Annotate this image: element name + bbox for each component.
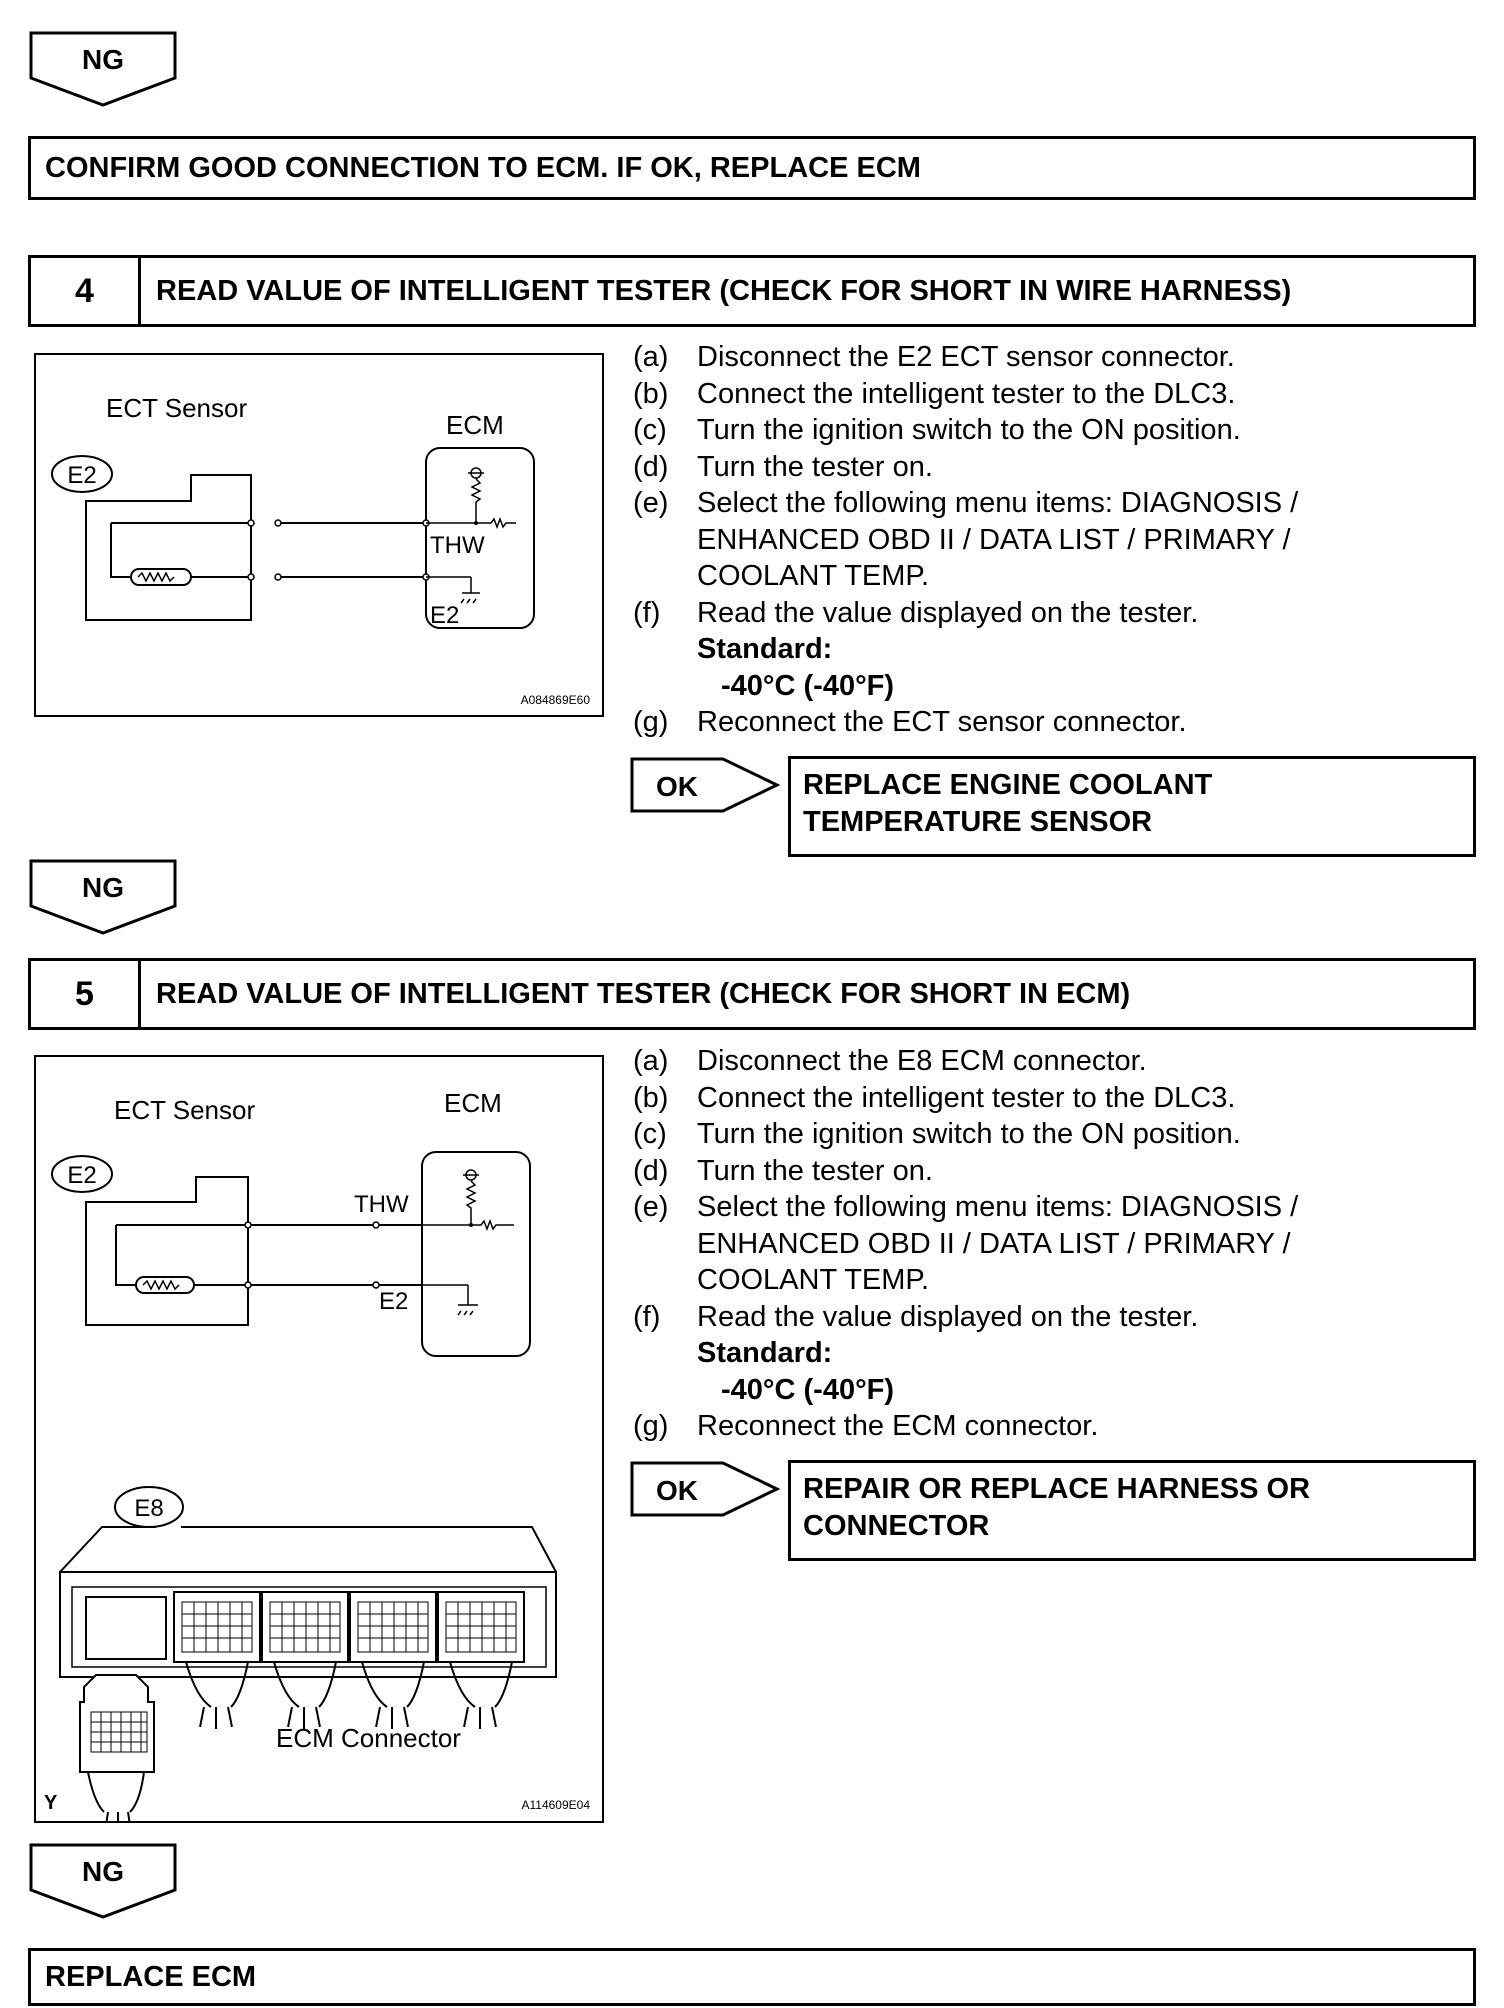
ecm-label: ECM	[446, 410, 504, 440]
ecm-label: ECM	[444, 1088, 502, 1118]
ng-label: NG	[82, 872, 124, 903]
e2-pin-label: E2	[379, 1288, 408, 1315]
connector-block	[261, 1591, 349, 1663]
ng-arrow-4: NG	[29, 859, 177, 935]
ok-result-line: CONNECTOR	[803, 1510, 990, 1542]
instruction-row: (g)Reconnect the ECM connector.	[633, 1410, 1099, 1442]
ect-circuit-diagram-5: ECT Sensor ECM E2 THW E2 E8	[44, 1088, 590, 1834]
instruction-row: ENHANCED OBD II / DATA LIST / PRIMARY /	[697, 1227, 1291, 1260]
ng-arrow-5: NG	[29, 1843, 177, 1919]
step-title: READ VALUE OF INTELLIGENT TESTER (CHECK …	[156, 274, 1292, 307]
instruction-row: (c)Turn the ignition switch to the ON po…	[633, 1118, 1241, 1150]
instruction-row: COOLANT TEMP.	[697, 1264, 930, 1296]
standard-value: -40°C (-40°F)	[721, 1373, 895, 1406]
instruction-row: (b)Connect the intelligent tester to the…	[633, 377, 1236, 410]
ecm-housing	[59, 1571, 557, 1678]
standard-label: Standard:	[697, 1337, 833, 1369]
corner-label: Y	[44, 1792, 58, 1814]
ok-result-box-4: REPLACE ENGINE COOLANT TEMPERATURE SENSO…	[788, 756, 1476, 857]
ng-label: NG	[82, 1856, 124, 1887]
ok-result-line: TEMPERATURE SENSOR	[803, 806, 1153, 838]
step-number: 4	[31, 258, 141, 324]
replace-ecm-box: REPLACE ECM	[28, 1948, 1476, 2006]
ecm-box	[421, 1151, 531, 1357]
ok-label: OK	[656, 771, 698, 802]
sensor-body	[85, 1176, 249, 1326]
connector-block	[173, 1591, 261, 1663]
ok-arrow-5: OK	[630, 1461, 781, 1517]
instruction-row: ENHANCED OBD II / DATA LIST / PRIMARY /	[697, 523, 1291, 556]
step-4-header: 4 READ VALUE OF INTELLIGENT TESTER (CHEC…	[28, 255, 1476, 327]
standard-label: Standard:	[697, 633, 833, 665]
confirm-text: CONFIRM GOOD CONNECTION TO ECM. IF OK, R…	[45, 152, 921, 184]
instruction-row: (b)Connect the intelligent tester to the…	[633, 1081, 1236, 1114]
instruction-row: (e)Select the following menu items: DIAG…	[633, 1191, 1299, 1223]
standard-value: -40°C (-40°F)	[721, 669, 895, 702]
figure-code: A114609E04	[521, 1798, 590, 1812]
instruction-row: (a)Disconnect the E2 ECT sensor connecto…	[633, 341, 1235, 373]
confirm-connection-box: CONFIRM GOOD CONNECTION TO ECM. IF OK, R…	[28, 136, 1476, 200]
instruction-row: (d)Turn the tester on.	[633, 1154, 933, 1187]
instruction-row: (e)Select the following menu items: DIAG…	[633, 487, 1299, 519]
sensor-label: ECT Sensor	[106, 393, 247, 423]
connector-block	[437, 1591, 525, 1663]
ect-circuit-diagram-4: ECT Sensor ECM E2 THW E2 A084869E60	[51, 393, 591, 707]
replace-text: REPLACE ECM	[45, 1961, 257, 1993]
ecm-connector-label: ECM Connector	[276, 1723, 461, 1753]
step-5-header: 5 READ VALUE OF INTELLIGENT TESTER (CHEC…	[28, 958, 1476, 1030]
instruction-row: (c)Turn the ignition switch to the ON po…	[633, 414, 1241, 446]
sensor-body	[85, 474, 252, 621]
step-5-diagram: ECT Sensor ECM E2 THW E2 E8	[34, 1055, 604, 1834]
connector-badge	[51, 1155, 113, 1193]
step-4-instructions: (a)Disconnect the E2 ECT sensor connecto…	[633, 339, 1298, 741]
thw-label: THW	[354, 1191, 409, 1218]
instruction-row: (a)Disconnect the E8 ECM connector.	[633, 1045, 1147, 1077]
thw-label: THW	[430, 532, 485, 559]
sensor-label: ECT Sensor	[114, 1095, 255, 1125]
loose-connector	[79, 1674, 155, 1773]
step-5-instructions: (a)Disconnect the E8 ECM connector. (b)C…	[633, 1043, 1298, 1445]
connector-label: E2	[67, 462, 96, 489]
e2-pin-label: E2	[430, 602, 459, 629]
ok-result-box-5: REPAIR OR REPLACE HARNESS OR CONNECTOR	[788, 1460, 1476, 1561]
ecm-box	[425, 447, 535, 629]
connector-badge	[51, 455, 113, 493]
instruction-row: (g)Reconnect the ECT sensor connector.	[633, 706, 1187, 738]
connector-label: E2	[67, 1162, 96, 1189]
e8-label: E8	[134, 1495, 163, 1522]
instruction-row: (f)Read the value displayed on the teste…	[633, 1300, 1199, 1333]
ok-result-line: REPAIR OR REPLACE HARNESS OR	[803, 1473, 1311, 1505]
ng-arrow-top: NG	[29, 31, 177, 107]
instruction-row: COOLANT TEMP.	[697, 560, 930, 592]
figure-code: A084869E60	[521, 693, 591, 707]
ok-arrow-4: OK	[630, 757, 781, 813]
ng-label: NG	[82, 44, 124, 75]
instruction-row: (d)Turn the tester on.	[633, 450, 933, 483]
step-4-diagram: ECT Sensor ECM E2 THW E2 A084869E60	[34, 353, 604, 717]
step-number: 5	[31, 961, 141, 1027]
connector-block	[349, 1591, 437, 1663]
instruction-row: (f)Read the value displayed on the teste…	[633, 596, 1199, 629]
ok-label: OK	[656, 1475, 698, 1506]
thermistor	[130, 568, 192, 586]
ok-result-line: REPLACE ENGINE COOLANT	[803, 769, 1213, 801]
step-title: READ VALUE OF INTELLIGENT TESTER (CHECK …	[156, 977, 1131, 1010]
